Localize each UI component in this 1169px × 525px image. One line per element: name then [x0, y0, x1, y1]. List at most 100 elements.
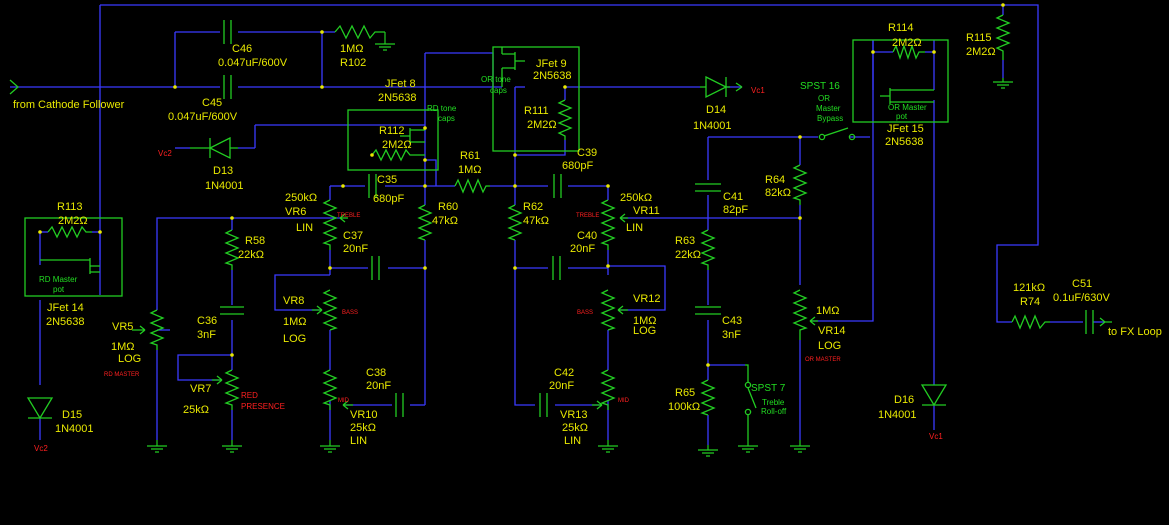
- vr14-symbol: [792, 289, 818, 340]
- or-tone-caps-1: OR tone: [481, 75, 511, 84]
- c46-symbol: [223, 20, 232, 44]
- r61-symbol: [454, 178, 490, 194]
- jfet8-ref: JFet 8: [385, 78, 416, 90]
- c35-value: 680pF: [373, 193, 404, 205]
- c46-value: 0.047uF/600V: [218, 57, 288, 69]
- vr10-taper: LIN: [350, 435, 367, 447]
- r111-value: 2M2Ω: [527, 119, 557, 131]
- bass-right: BASS: [577, 310, 593, 316]
- rd-tone-caps-1: RD tone: [427, 104, 457, 113]
- r115-ref: R115: [966, 32, 991, 44]
- jfet9-ref: JFet 9: [536, 58, 567, 70]
- r63-symbol: [700, 229, 716, 270]
- jfet8-symbol: [400, 128, 425, 144]
- treble-left: TREBLE: [337, 213, 360, 219]
- r62-symbol: [507, 204, 523, 241]
- vr7-ref: VR7: [190, 383, 211, 395]
- vr6-ref: VR6: [285, 206, 306, 218]
- r60-value: 47kΩ: [432, 215, 458, 227]
- c38-symbol: [395, 393, 404, 417]
- ground-vr7: [222, 440, 242, 453]
- c36-value: 3nF: [197, 329, 216, 341]
- spst16-symbol: [818, 127, 856, 141]
- vr8-ref: VR8: [283, 295, 304, 307]
- c37-value: 20nF: [343, 243, 368, 255]
- r74-symbol: [1011, 314, 1050, 330]
- vr13-value: 25kΩ: [562, 422, 588, 434]
- c45-value: 0.047uF/600V: [168, 111, 238, 123]
- r74-value: 121kΩ: [1013, 282, 1045, 294]
- vr11-ref: VR11: [633, 205, 660, 217]
- from-cathode-follower: from Cathode Follower: [13, 99, 125, 111]
- r112-value: 2M2Ω: [382, 139, 412, 151]
- jfet15-symbol: [880, 88, 934, 104]
- c51-ref: C51: [1072, 278, 1092, 290]
- jfet9-box: [492, 46, 580, 152]
- c41-ref: C41: [723, 191, 743, 203]
- vc1-bottom: Vc1: [929, 432, 943, 441]
- r58-symbol: [224, 229, 240, 270]
- d15-ref: D15: [62, 409, 82, 421]
- c39-ref: C39: [577, 147, 597, 159]
- output-arrow: [1099, 317, 1112, 327]
- vr14-value: 1MΩ: [816, 305, 840, 317]
- ground-r115: [993, 78, 1013, 89]
- d16-ref: D16: [894, 394, 914, 406]
- r65-value: 100kΩ: [668, 401, 700, 413]
- grounds: [147, 32, 1013, 457]
- vr7-symbol: [212, 369, 240, 410]
- ground-vr10: [320, 440, 340, 453]
- treble-rolloff-1: Treble: [762, 398, 785, 407]
- vr10-value: 25kΩ: [350, 422, 376, 434]
- r62-ref: R62: [523, 201, 543, 213]
- r60-ref: R60: [438, 201, 458, 213]
- jfet14-symbol: [40, 258, 100, 274]
- r64-ref: R64: [765, 174, 785, 186]
- r102-value: 1MΩ: [340, 43, 364, 55]
- vc1-top: Vc1: [751, 86, 765, 95]
- r60-symbol: [417, 204, 433, 241]
- c36-ref: C36: [197, 315, 217, 327]
- vr6-value: 250kΩ: [285, 192, 317, 204]
- c37-symbol: [371, 256, 380, 280]
- r111-symbol: [557, 99, 573, 140]
- r61-value: 1MΩ: [458, 164, 482, 176]
- treble-rolloff-2: Roll-off: [761, 407, 787, 416]
- treble-right: TREBLE: [576, 213, 599, 219]
- c37-ref: C37: [343, 230, 363, 242]
- vc1-arrow: [735, 82, 743, 92]
- vr14-taper: LOG: [818, 340, 841, 352]
- c43-ref: C43: [722, 315, 742, 327]
- io-arrows: [9, 79, 1112, 327]
- r64-value: 82kΩ: [765, 187, 791, 199]
- d16-symbol: [920, 384, 948, 407]
- d16-value: 1N4001: [878, 409, 917, 421]
- r115-symbol: [995, 14, 1011, 60]
- c36-symbol: [220, 306, 244, 315]
- r58-value: 22kΩ: [238, 249, 264, 261]
- vr12-taper: LOG: [633, 325, 656, 337]
- vr12-symbol: [600, 289, 628, 331]
- spst7-symbol: [744, 364, 757, 440]
- ground-vr13: [598, 440, 618, 453]
- c43-symbol: [695, 306, 721, 315]
- or-master-label: OR MASTER: [805, 357, 841, 363]
- jfet14-value: 2N5638: [46, 316, 85, 328]
- vr8-value: 1MΩ: [283, 316, 307, 328]
- bass-left: BASS: [342, 310, 358, 316]
- c42-ref: C42: [554, 367, 574, 379]
- red-presence-2: PRESENCE: [241, 402, 285, 411]
- or-master-bypass-3: Bypass: [817, 114, 843, 123]
- c35-symbol: [368, 174, 377, 198]
- r114-ref: R114: [888, 22, 913, 34]
- ground-vr5: [147, 440, 167, 453]
- or-master-bypass-1: OR: [818, 94, 830, 103]
- vr13-taper: LIN: [564, 435, 581, 447]
- or-master-bypass-2: Master: [816, 104, 841, 113]
- c40-value: 20nF: [570, 243, 595, 255]
- vr5-ref: VR5: [112, 321, 133, 333]
- vr8-taper: LOG: [283, 333, 306, 345]
- vr6-symbol: [322, 199, 348, 250]
- r111-ref: R111: [524, 105, 549, 117]
- c43-value: 3nF: [722, 329, 741, 341]
